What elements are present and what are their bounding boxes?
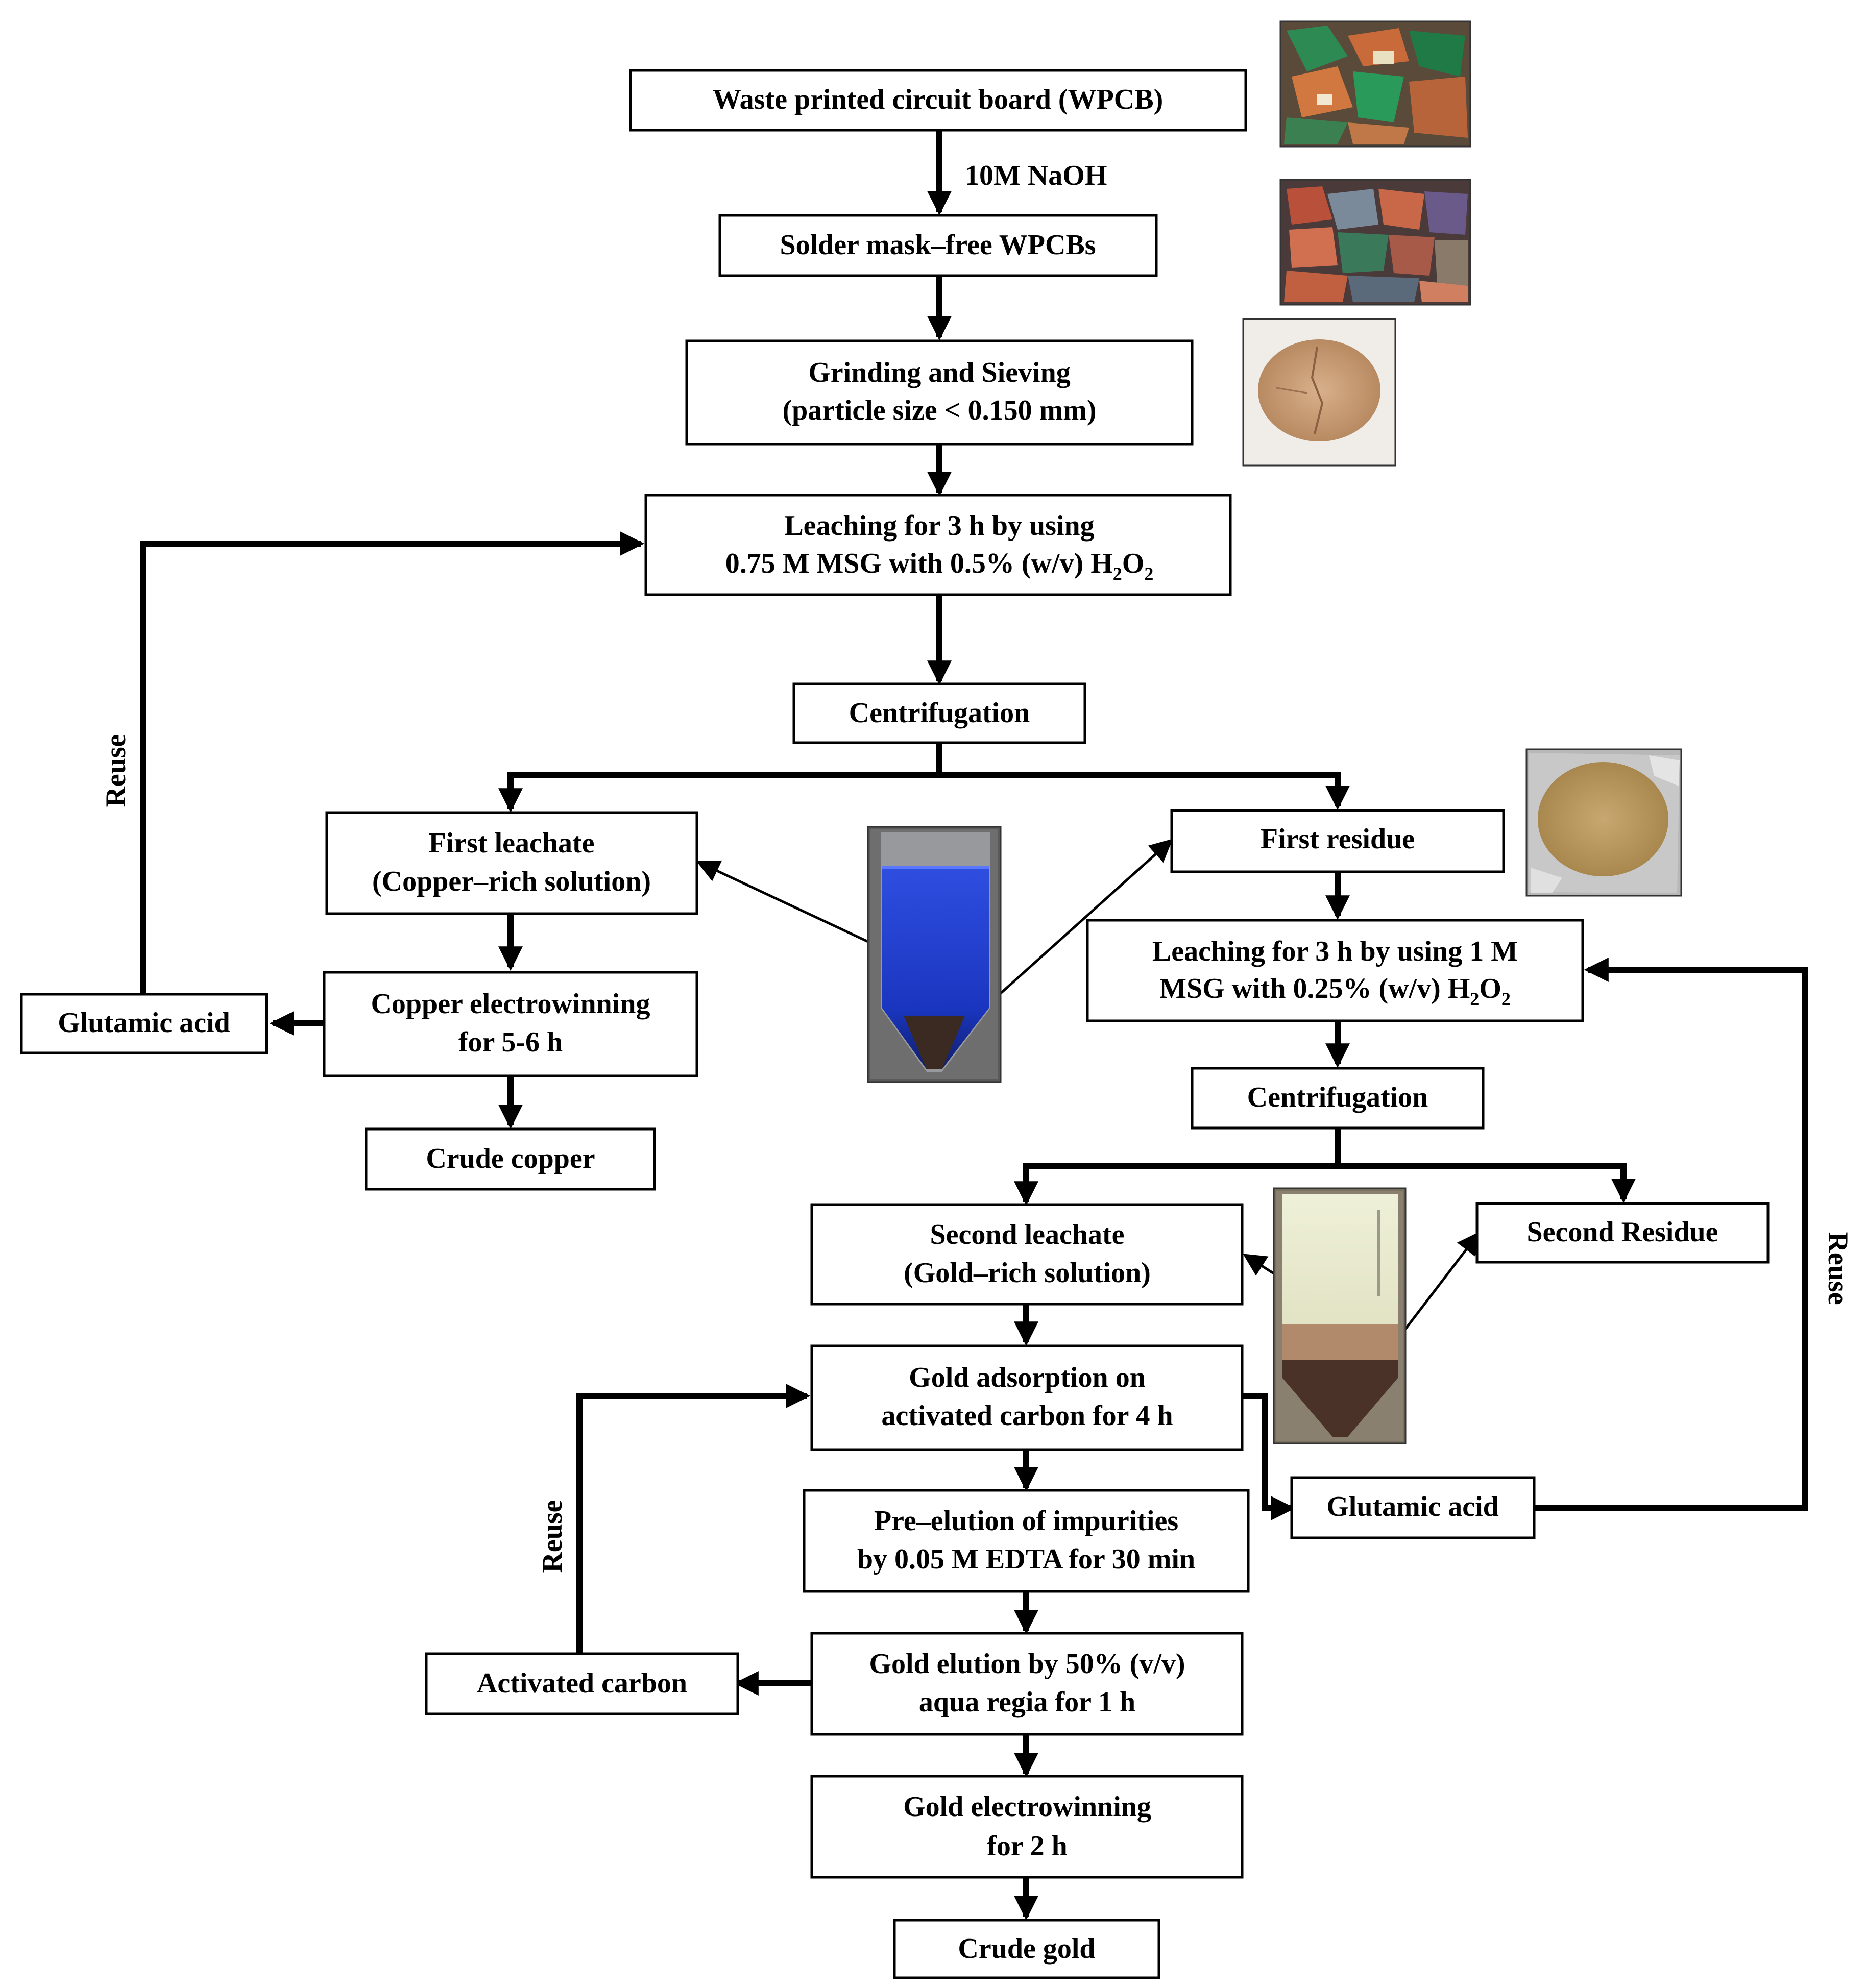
copper-electrowinning-box: Copper electrowinning for 5-6 h xyxy=(323,971,698,1077)
reuse-label-right: Reuse xyxy=(1822,1232,1854,1305)
second-residue-label: Second Residue xyxy=(1527,1216,1718,1248)
gold-ew-label-line1: Gold electrowinning xyxy=(903,1791,1151,1823)
glutamic-acid-label-1: Glutamic acid xyxy=(58,1007,230,1039)
naoh-label: 10M NaOH xyxy=(965,160,1107,191)
first-residue-box: First residue xyxy=(1170,809,1505,873)
reuse-label-carbon: Reuse xyxy=(537,1500,568,1573)
arrow-to-first-leachate xyxy=(498,743,942,813)
reuse-label-left: Reuse xyxy=(100,734,132,807)
arrow-to-second-leachate xyxy=(1014,1128,1341,1206)
arrow-adsorption-to-glutamic xyxy=(1242,1393,1296,1520)
second-leachate-label-line2: (Gold–rich solution) xyxy=(904,1257,1151,1289)
centrifugation2-label: Centrifugation xyxy=(1247,1082,1428,1113)
leach2-box: Leaching for 3 h by using 1 M MSG with 0… xyxy=(1086,919,1584,1022)
first-leachate-label-line1: First leachate xyxy=(429,827,595,859)
crude-gold-box: Crude gold xyxy=(893,1919,1160,1979)
first-leachate-box: First leachate (Copper–rich solution) xyxy=(325,811,698,915)
photo-ground-powder xyxy=(1242,318,1396,467)
arrow-to-first-residue xyxy=(939,772,1350,811)
crude-gold-label: Crude gold xyxy=(958,1933,1095,1965)
activated-carbon-label: Activated carbon xyxy=(477,1667,687,1699)
connectors xyxy=(140,130,1808,1921)
wpcb-label: Waste printed circuit board (WPCB) xyxy=(713,84,1163,115)
solder-free-box: Solder mask–free WPCBs xyxy=(718,214,1158,277)
pre-elution-label-line1: Pre–elution of impurities xyxy=(874,1505,1178,1537)
grinding-label-line1: Grinding and Sieving xyxy=(808,357,1071,388)
crude-copper-label: Crude copper xyxy=(426,1143,595,1174)
glutamic-acid-box-2: Glutamic acid xyxy=(1290,1476,1536,1539)
photo-tube-gold-solution xyxy=(1273,1187,1407,1444)
gold-elution-box: Gold elution by 50% (v/v) aqua regia for… xyxy=(810,1632,1244,1736)
photo-tube-copper-solution xyxy=(867,826,1002,1083)
copper-ew-label-line2: for 5-6 h xyxy=(458,1026,563,1058)
crude-copper-box: Crude copper xyxy=(365,1127,656,1191)
gold-adsorption-box: Gold adsorption on activated carbon for … xyxy=(810,1344,1244,1451)
photo-solder-free-pieces xyxy=(1279,179,1471,306)
first-residue-label: First residue xyxy=(1261,823,1415,855)
pre-elution-box: Pre–elution of impurities by 0.05 M EDTA… xyxy=(803,1489,1250,1593)
grinding-label-line2: (particle size < 0.150 mm) xyxy=(782,395,1096,426)
leach1-label-line1: Leaching for 3 h by using xyxy=(784,510,1094,542)
wpcb-box: Waste printed circuit board (WPCB) xyxy=(629,69,1247,132)
centrifugation1-label: Centrifugation xyxy=(849,697,1030,729)
grinding-box: Grinding and Sieving (particle size < 0.… xyxy=(685,339,1194,446)
second-leachate-box: Second leachate (Gold–rich solution) xyxy=(810,1203,1244,1306)
first-leachate-label-line2: (Copper–rich solution) xyxy=(372,866,651,897)
leach2-label-line1: Leaching for 3 h by using 1 M xyxy=(1152,936,1518,967)
gold-ew-label-line2: for 2 h xyxy=(987,1830,1068,1862)
activated-carbon-box: Activated carbon xyxy=(425,1652,739,1715)
copper-ew-label-line1: Copper electrowinning xyxy=(371,988,650,1020)
gold-electrowinning-box: Gold electrowinning for 2 h xyxy=(810,1775,1244,1879)
photo-first-residue-powder xyxy=(1525,748,1682,897)
arrow-reuse-glutamic-to-leach2 xyxy=(1534,958,1808,1511)
solder-free-label: Solder mask–free WPCBs xyxy=(780,229,1096,261)
second-residue-box: Second Residue xyxy=(1475,1202,1770,1264)
gold-elution-label-line2: aqua regia for 1 h xyxy=(919,1686,1135,1718)
gold-adsorption-label-line1: Gold adsorption on xyxy=(909,1362,1146,1393)
leach1-label-line2: 0.75 M MSG with 0.5% (w/v) H2O2 xyxy=(725,548,1154,584)
gold-elution-label-line1: Gold elution by 50% (v/v) xyxy=(869,1648,1185,1680)
arrow-reuse-carbon-to-adsorption xyxy=(576,1384,811,1654)
second-leachate-label-line1: Second leachate xyxy=(930,1219,1124,1250)
glutamic-acid-box-1: Glutamic acid xyxy=(20,993,268,1054)
arrow-to-second-residue xyxy=(1338,1163,1636,1204)
photo-wpcb-pieces xyxy=(1279,20,1471,148)
centrifugation2-box: Centrifugation xyxy=(1191,1067,1485,1130)
centrifugation1-box: Centrifugation xyxy=(792,682,1086,744)
leach1-box: Leaching for 3 h by using 0.75 M MSG wit… xyxy=(644,494,1232,596)
glutamic-acid-label-2: Glutamic acid xyxy=(1326,1491,1499,1523)
arrow-reuse-glutamic-to-leach1 xyxy=(140,531,645,993)
pre-elution-label-line2: by 0.05 M EDTA for 30 min xyxy=(857,1543,1195,1575)
gold-adsorption-label-line2: activated carbon for 4 h xyxy=(881,1400,1173,1432)
leach2-label-line2: MSG with 0.25% (w/v) H2O2 xyxy=(1159,973,1511,1009)
